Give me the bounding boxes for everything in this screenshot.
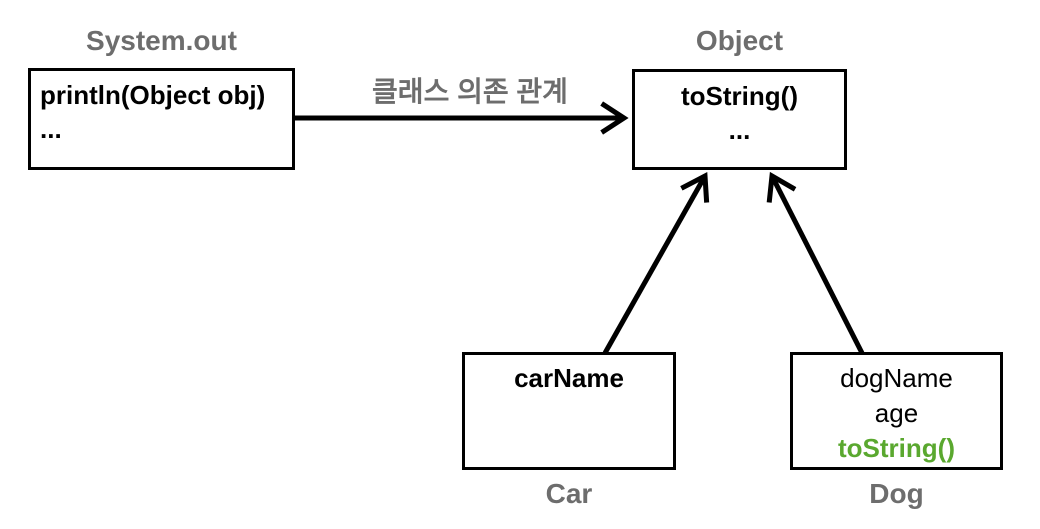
system-out-title: System.out bbox=[86, 25, 237, 56]
dog-field-dogname: dogName bbox=[840, 363, 953, 393]
car-field-carname: carName bbox=[514, 363, 624, 393]
object-box: toString() ... bbox=[632, 69, 847, 170]
system-out-box: println(Object obj) ... bbox=[28, 68, 295, 170]
dog-box: dogName age toString() bbox=[790, 352, 1003, 470]
car-inheritance-arrow bbox=[602, 171, 710, 355]
dog-title: Dog bbox=[869, 478, 924, 509]
dog-tostring-method: toString() bbox=[838, 433, 955, 463]
object-title: Object bbox=[695, 25, 784, 56]
system-out-method: println(Object obj) bbox=[40, 80, 266, 110]
dog-inheritance-arrow bbox=[766, 171, 865, 355]
car-box: carName bbox=[462, 352, 676, 470]
object-tostring-method: toString() bbox=[681, 81, 798, 111]
dependency-edge-label: 클래스 의존 관계 bbox=[372, 76, 568, 107]
dog-field-age: age bbox=[874, 398, 919, 428]
system-out-ellipsis: ... bbox=[40, 114, 62, 144]
object-ellipsis: ... bbox=[728, 115, 751, 145]
car-title: Car bbox=[545, 478, 593, 509]
